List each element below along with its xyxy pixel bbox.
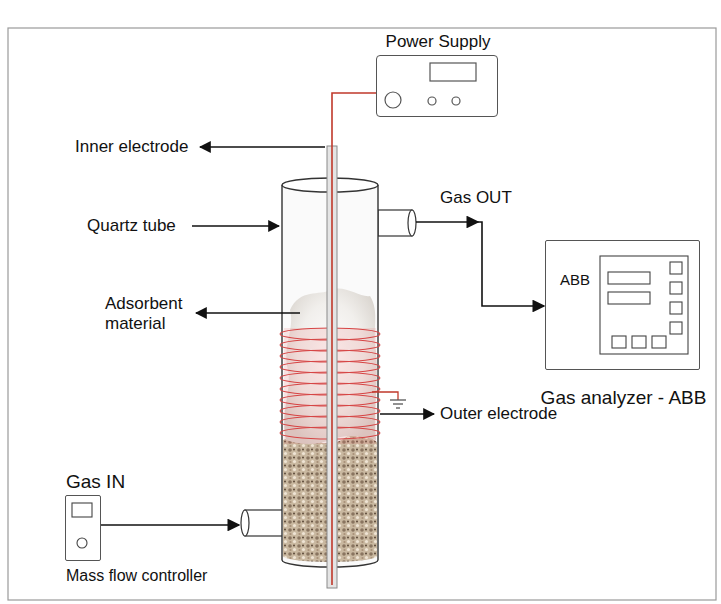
analyzer-details	[600, 256, 688, 354]
power-wire	[332, 93, 376, 585]
gas-analyzer-box: ABBGas analyzer - ABB	[545, 240, 700, 370]
node-title: ABB	[560, 271, 590, 288]
power-supply-box: Power Supply	[376, 55, 498, 117]
leader-arrows	[192, 147, 434, 414]
node-caption: Gas analyzer - ABB	[541, 387, 707, 409]
quartz-tube-label: Quartz tube	[87, 216, 176, 236]
node-title: Gas IN	[66, 471, 125, 493]
power-supply-details	[385, 63, 476, 108]
mfc-details	[72, 503, 92, 548]
inner-electrode	[327, 93, 376, 588]
gas-outlet-line	[378, 210, 544, 306]
node-title: Power Supply	[386, 32, 491, 52]
mass-flow-controller-box: Gas INMass flow controller	[65, 495, 101, 561]
node-caption: Mass flow controller	[66, 567, 207, 585]
frame	[8, 28, 716, 600]
adsorbent-label: Adsorbent material	[105, 294, 191, 333]
gas-inlet-line	[101, 510, 283, 536]
gas-out-label: Gas OUT	[440, 188, 512, 208]
ground-symbol	[372, 392, 406, 408]
outer-electrode-label: Outer electrode	[440, 404, 557, 424]
inner-electrode-label: Inner electrode	[75, 137, 188, 157]
